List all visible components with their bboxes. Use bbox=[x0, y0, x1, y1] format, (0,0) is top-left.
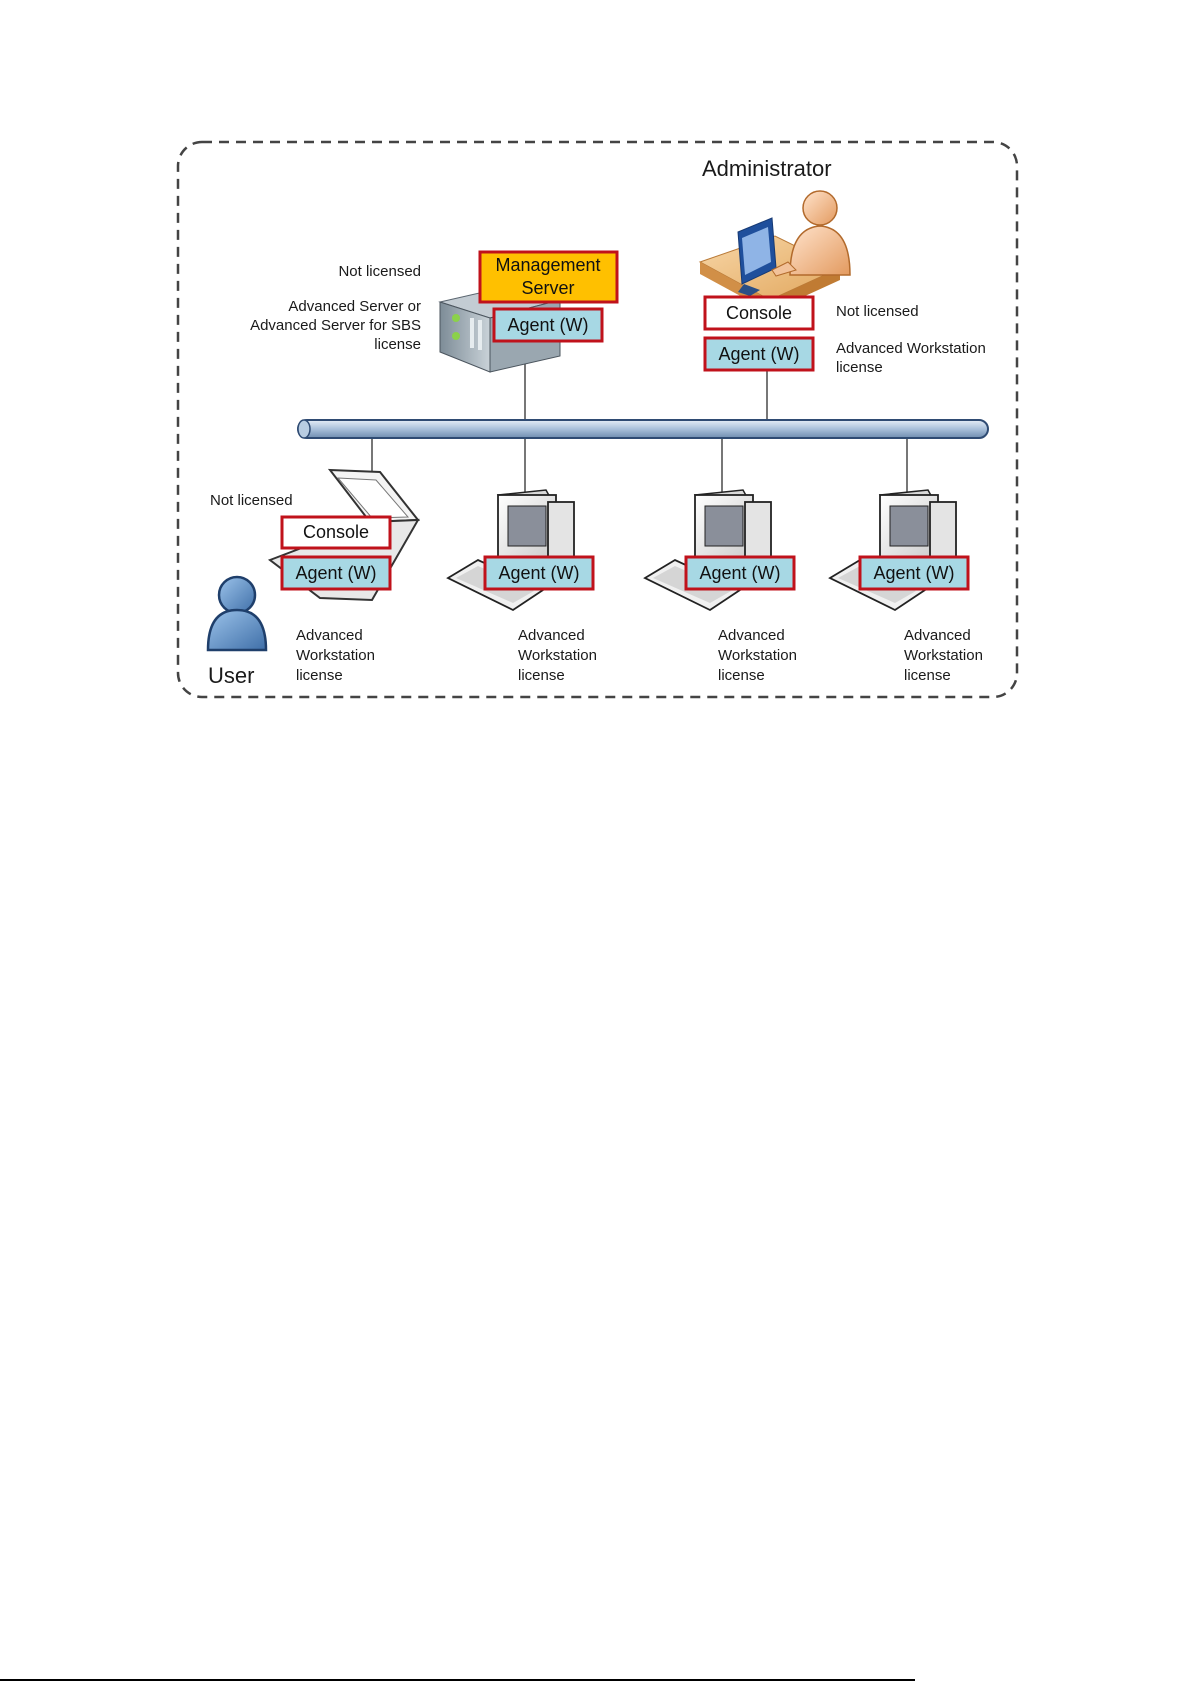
workstation-2-agent-label: Agent (W) bbox=[699, 563, 780, 583]
admin-not-licensed-label: Not licensed bbox=[836, 303, 919, 320]
workstation-2-license-line3: license bbox=[718, 667, 765, 684]
workstation-3-license-line2: Workstation bbox=[904, 647, 983, 664]
administrator-desk-icon bbox=[698, 190, 851, 312]
user-license-line3: license bbox=[296, 667, 343, 684]
workstation-3-license-line3: license bbox=[904, 667, 951, 684]
workstation-3-license-line1: Advanced bbox=[904, 627, 971, 644]
workstation-1-agent-label: Agent (W) bbox=[498, 563, 579, 583]
dashed-network-boundary bbox=[176, 140, 1019, 699]
workstation-2-license-line2: Workstation bbox=[718, 647, 797, 664]
user-console-box: Console bbox=[280, 515, 392, 550]
management-server-box: Management Server bbox=[478, 250, 619, 304]
server-not-licensed-label: Not licensed bbox=[338, 263, 421, 280]
user-license-line2: Workstation bbox=[296, 647, 375, 664]
workstation-1-license-line3: license bbox=[518, 667, 565, 684]
user-person-icon bbox=[206, 575, 268, 652]
workstation-1-license-line1: Advanced bbox=[518, 627, 585, 644]
user-console-label: Console bbox=[303, 522, 369, 542]
admin-agent-box: Agent (W) bbox=[703, 336, 815, 372]
user-not-licensed-label: Not licensed bbox=[210, 492, 293, 509]
server-license-line3: license bbox=[374, 336, 421, 353]
workstation-1-agent-box: Agent (W) bbox=[483, 555, 595, 591]
admin-console-box: Console bbox=[703, 295, 815, 331]
management-server-label-line2: Server bbox=[521, 278, 574, 298]
workstation-2-license-line1: Advanced bbox=[718, 627, 785, 644]
user-agent-box: Agent (W) bbox=[280, 555, 392, 591]
user-agent-label: Agent (W) bbox=[295, 563, 376, 583]
user-license-line1: Advanced bbox=[296, 627, 363, 644]
management-server-label-line1: Management bbox=[495, 255, 600, 275]
server-license-line1: Advanced Server or bbox=[288, 298, 421, 315]
admin-license-line2: license bbox=[836, 359, 883, 376]
network-bus bbox=[297, 419, 989, 439]
workstation-1-icon bbox=[446, 489, 575, 612]
workstation-3-icon bbox=[828, 489, 957, 612]
admin-license-line1: Advanced Workstation bbox=[836, 340, 986, 357]
server-agent-label: Agent (W) bbox=[507, 315, 588, 335]
workstation-1-license-line2: Workstation bbox=[518, 647, 597, 664]
server-agent-box: Agent (W) bbox=[492, 307, 604, 343]
workstation-3-agent-label: Agent (W) bbox=[873, 563, 954, 583]
administrator-label: Administrator bbox=[702, 156, 832, 181]
workstation-2-agent-box: Agent (W) bbox=[684, 555, 796, 591]
admin-console-label: Console bbox=[726, 303, 792, 323]
admin-agent-label: Agent (W) bbox=[718, 344, 799, 364]
workstation-2-icon bbox=[643, 489, 772, 612]
user-label: User bbox=[208, 663, 254, 688]
server-license-line2: Advanced Server for SBS bbox=[250, 317, 421, 334]
footer-rule bbox=[0, 1679, 915, 1681]
workstation-3-agent-box: Agent (W) bbox=[858, 555, 970, 591]
